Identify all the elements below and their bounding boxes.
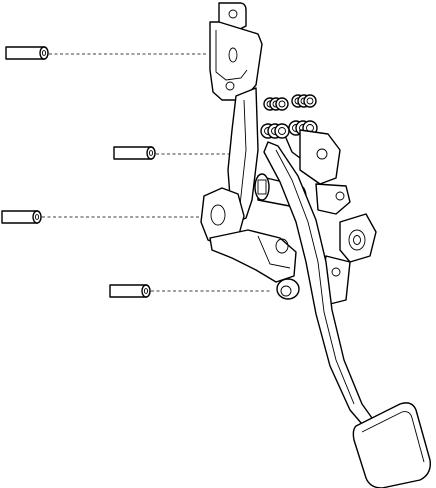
spring-3 [260, 123, 290, 139]
bolt-1 [5, 46, 207, 60]
mounting-bracket [200, 2, 300, 300]
spring-2 [291, 94, 317, 108]
return-springs [260, 94, 319, 161]
pedal-pad [352, 402, 431, 488]
bolt-3 [1, 210, 202, 224]
stopper-bracket [299, 129, 377, 305]
spring-1 [263, 97, 289, 111]
bolt-2 [113, 146, 230, 160]
bolt-4 [109, 284, 272, 298]
